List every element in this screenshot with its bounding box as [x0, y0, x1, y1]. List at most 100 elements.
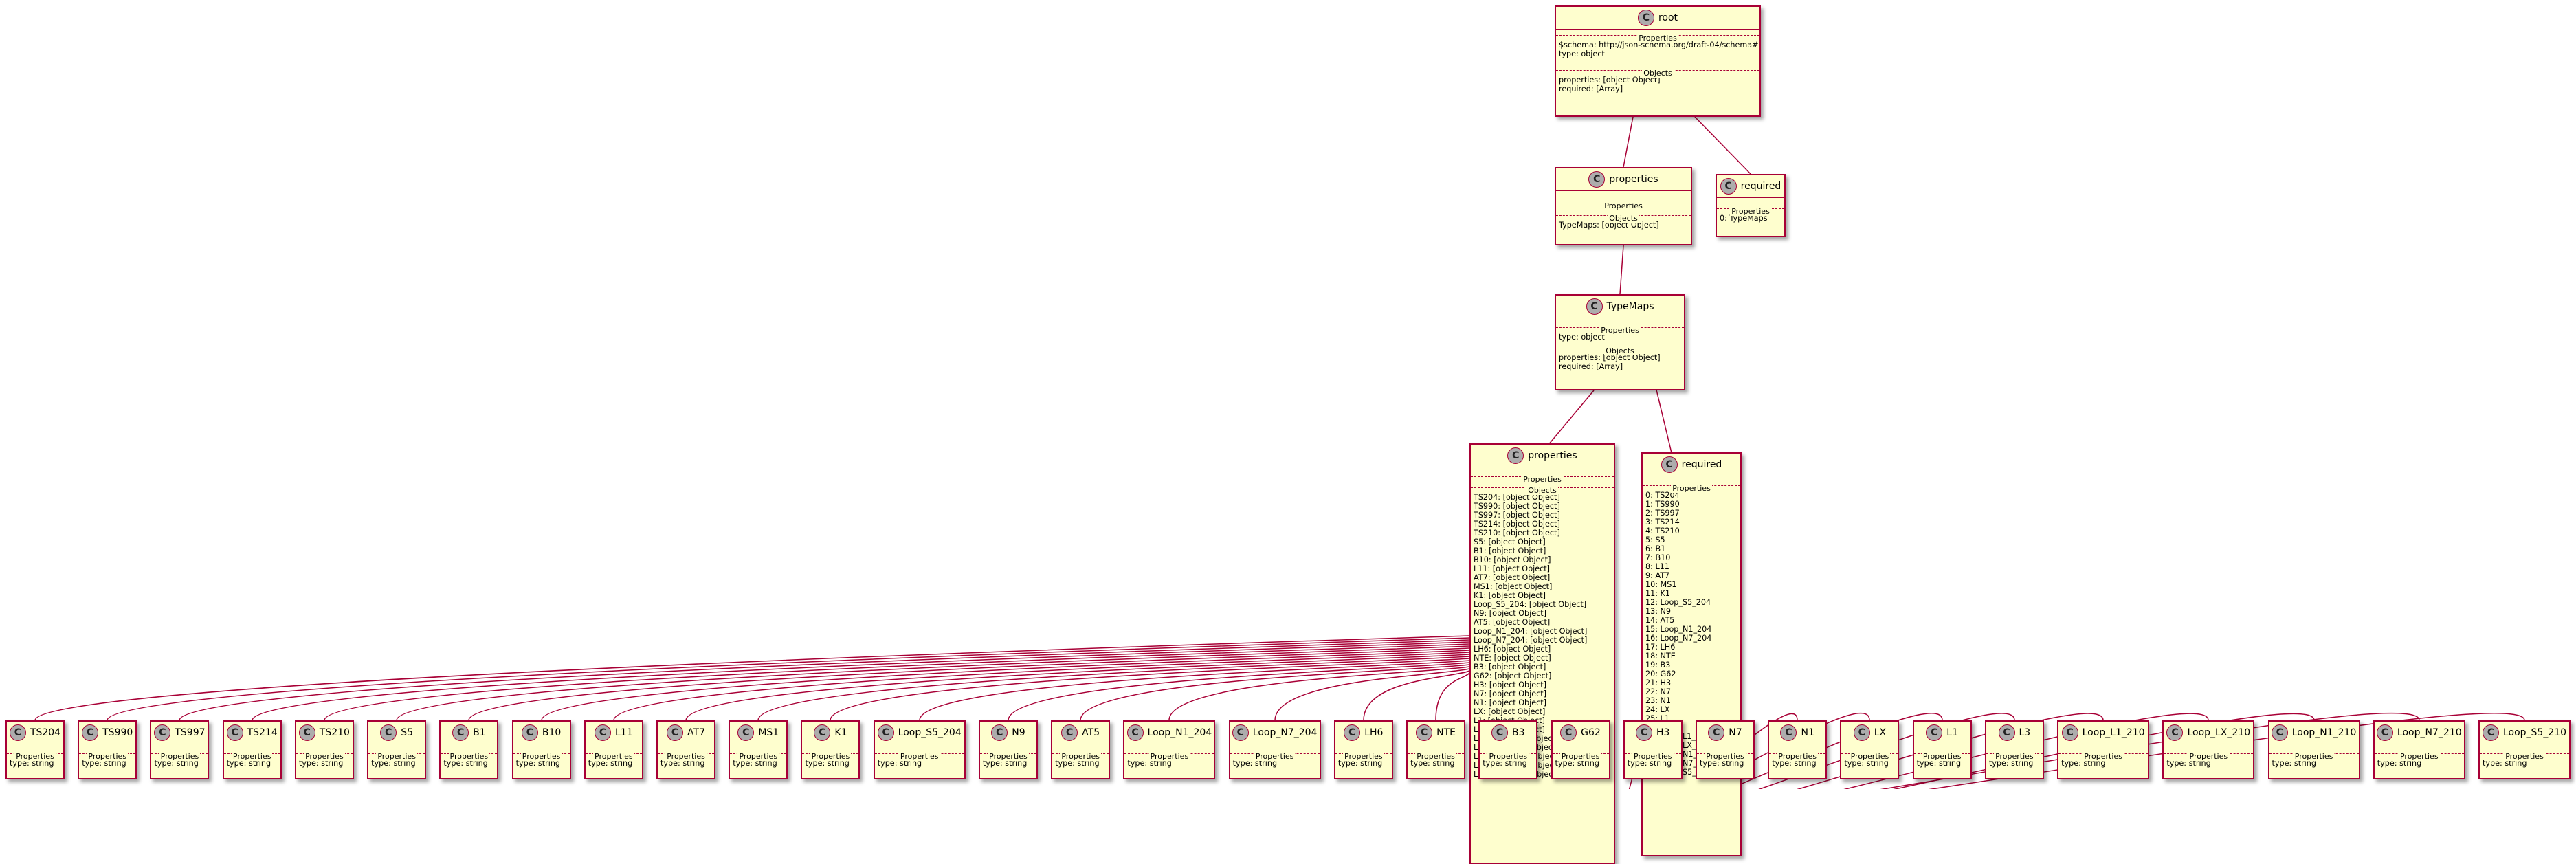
object-line: Loop_N1_204: [object Object] — [1474, 627, 1588, 636]
node-title: Loop_S5_210 — [2502, 727, 2567, 738]
property-line: type: string — [982, 759, 1028, 768]
object-line: NTE: [object Object] — [1474, 654, 1551, 663]
object-line: G62: [object Object] — [1474, 672, 1552, 680]
edge-typemaps-required — [1656, 390, 1672, 453]
edge-properties-leaf — [252, 641, 1470, 721]
object-line: properties: [object Object] — [1559, 76, 1661, 85]
edge-properties-leaf — [1008, 662, 1470, 721]
property-line: 6: B1 — [1645, 544, 1666, 553]
class-icon: C — [1637, 10, 1654, 26]
node-title: L1 — [1946, 727, 1958, 738]
property-line: 10: MS1 — [1645, 580, 1677, 589]
class-icon: C — [1720, 178, 1737, 195]
node-title: B3 — [1512, 727, 1525, 738]
node-title: G62 — [1581, 727, 1601, 738]
property-line: 17: LH6 — [1645, 643, 1676, 652]
property-line: 18: NTE — [1645, 652, 1676, 661]
class-icon: C — [1853, 724, 1870, 741]
property-line: type: string — [1627, 759, 1672, 768]
property-line: 1: TS990 — [1645, 500, 1680, 509]
class-icon: C — [877, 724, 894, 741]
edge-properties-leaf — [613, 652, 1470, 721]
node-title: Loop_LX_210 — [2187, 727, 2251, 738]
property-line: type: string — [805, 759, 850, 768]
class-icon: C — [1344, 724, 1361, 741]
properties-label: Properties — [2398, 752, 2440, 761]
object-line: B3: [object Object] — [1474, 663, 1546, 672]
class-icon: C — [1491, 724, 1509, 741]
property-line: type: string — [1127, 759, 1172, 768]
objects-label: Objects — [1642, 69, 1674, 78]
edge-properties-leaf — [1080, 664, 1470, 721]
property-line: type: string — [154, 759, 199, 768]
edge-properties-leaf — [1698, 712, 1870, 789]
property-line: type: string — [10, 759, 54, 768]
class-icon: C — [2376, 724, 2393, 741]
class-icon: C — [1588, 171, 1606, 188]
node-title: required — [1740, 181, 1781, 192]
property-line: type: string — [733, 759, 777, 768]
node-title: Loop_N1_204 — [1147, 727, 1212, 738]
edge-properties-leaf — [396, 645, 1470, 721]
properties-label: Properties — [1730, 207, 1771, 216]
property-line: type: string — [298, 759, 344, 768]
object-line: N1: [object Object] — [1474, 698, 1547, 707]
properties-label: Properties — [1994, 752, 2035, 761]
properties-label: Properties — [1603, 201, 1644, 210]
properties-label: Properties — [1487, 752, 1529, 761]
property-line: type: string — [1055, 759, 1100, 768]
node-title: TS210 — [319, 727, 350, 738]
properties-label: Properties — [2083, 752, 2124, 761]
properties-label: Properties — [2504, 752, 2545, 761]
property-line: 23: N1 — [1645, 696, 1672, 705]
class-icon: C — [2166, 724, 2184, 741]
properties-label: Properties — [1599, 326, 1641, 335]
edge-root-properties — [1623, 116, 1634, 168]
edge-properties-leaf — [830, 658, 1470, 721]
properties-label: Properties — [1060, 752, 1101, 761]
property-line: 8: L11 — [1645, 562, 1669, 571]
edge-properties-leaf — [1274, 668, 1470, 721]
property-line: type: string — [515, 759, 561, 768]
node-title: L11 — [614, 727, 633, 738]
class-icon: C — [1780, 724, 1797, 741]
class-icon: C — [154, 724, 171, 741]
node-title: B10 — [542, 727, 562, 738]
edge-properties-leaf — [919, 660, 1470, 721]
property-line: type: string — [2483, 759, 2527, 768]
property-line: type: string — [1844, 759, 1889, 768]
property-line: 5: S5 — [1645, 535, 1665, 544]
object-line: B1: [object Object] — [1474, 546, 1546, 555]
properties-label: Properties — [2293, 752, 2335, 761]
object-line: MS1: [object Object] — [1474, 582, 1553, 591]
class-icon: C — [667, 724, 684, 741]
property-line: type: string — [443, 759, 488, 768]
properties-label: Properties — [593, 752, 634, 761]
properties-label: Properties — [159, 752, 201, 761]
property-line: type: string — [1483, 759, 1527, 768]
edge-root-required — [1694, 116, 1751, 175]
class-icon: C — [737, 724, 755, 741]
property-line: type: string — [371, 759, 416, 768]
node-title: L3 — [2019, 727, 2031, 738]
object-line: TS210: [object Object] — [1474, 529, 1560, 538]
class-icon: C — [2271, 724, 2288, 741]
object-line: LX: [object Object] — [1474, 707, 1546, 716]
objects-label: Objects — [1526, 486, 1558, 495]
property-line: 12: Loop_S5_204 — [1645, 598, 1711, 607]
properties-label: Properties — [1559, 752, 1601, 761]
